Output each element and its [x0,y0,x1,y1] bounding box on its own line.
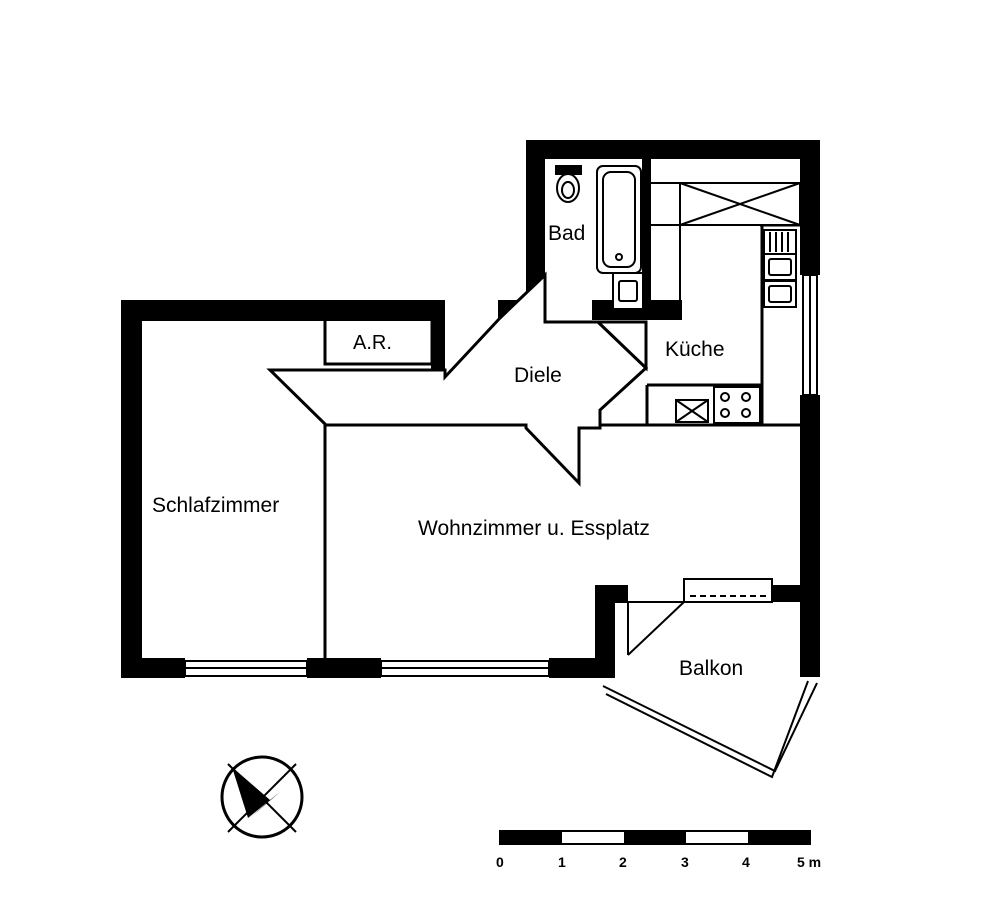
toilet-bowl-inner [561,181,575,199]
compass-north-arrow-icon [220,755,304,839]
room-label-kueche: Küche [665,338,725,361]
room-label-bad: Bad [548,222,585,245]
wall-bottom-1 [121,658,185,678]
ar-closet-door [431,320,445,377]
scale-bar: 0 1 2 3 4 5 m [496,830,821,870]
room-label-ar: A.R. [353,332,392,354]
room-label-diele: Diele [514,364,562,387]
bathtub-inner [602,171,636,268]
wall-bath-top [526,140,650,159]
windows [184,274,818,677]
wall-bath-left [526,140,545,320]
kitchen-fixtures [649,182,801,424]
wall-balcony-top-right [772,585,820,602]
balcony-railing-inner [605,680,809,779]
bathtub-drain [615,253,623,261]
scale-tick-2: 2 [619,854,627,870]
room-label-schlafzimmer: Schlafzimmer [152,494,279,517]
wall-right-lower [800,395,820,677]
kitchen-stove [713,386,761,424]
door-arrows [266,271,649,487]
room-label-balkon: Balkon [679,657,743,680]
balcony-door-swing [627,601,685,656]
wall-balcony-recess-top [595,585,628,602]
kitchen-sink-1-inner [768,258,792,276]
wall-right-upper [800,140,820,275]
wall-bedroom-top [121,300,445,321]
balcony [602,578,818,779]
scale-tick-3: 3 [681,854,689,870]
door-kitchen-arrow [594,320,648,372]
kitchen-sink-2-inner [768,285,792,303]
wall-bedroom-left [121,300,142,678]
bath-sink-inner [618,280,638,302]
wall-bath-right [642,140,651,318]
room-label-wohnzimmer: Wohnzimmer u. Essplatz [418,517,650,540]
kitchen-drainboard [763,229,797,255]
bath-fixtures [555,165,644,310]
scale-tick-1: 1 [558,854,566,870]
wall-balcony-recess-left [595,585,615,678]
wall-kitchen-top [645,140,820,159]
wall-bottom-2 [307,658,381,678]
scale-tick-0: 0 [496,854,504,870]
balcony-railing-outer [602,682,818,773]
scale-tick-4: 4 [742,854,750,870]
balcony-door-frame [683,578,773,603]
toilet-tank [555,165,582,175]
walls [121,140,820,678]
door-bedroom-arrow [266,271,649,487]
scale-tick-5: 5 m [797,854,821,870]
